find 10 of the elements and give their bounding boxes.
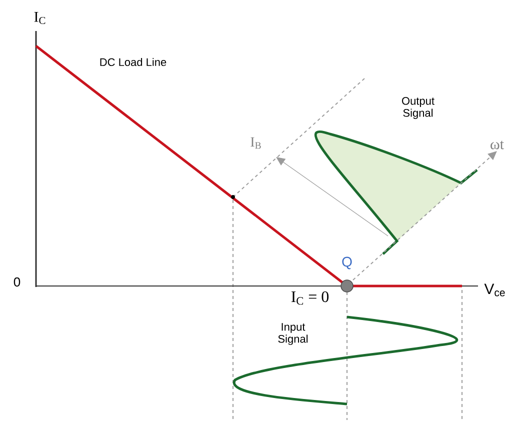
axis-label: I$_{C}$ = 0 <box>291 291 329 305</box>
axis-label: 0 <box>14 277 20 287</box>
point-label: Q <box>342 256 352 270</box>
axis-label: ωt <box>490 140 504 150</box>
axis-label: I$_{B}$ <box>250 137 261 149</box>
curve-label: DC Load Line <box>100 58 166 66</box>
curve-label: Input Signal <box>278 323 308 345</box>
axis-label: V$_{ce}$ <box>484 284 505 296</box>
axis-label: I$_{C}$ <box>34 12 46 24</box>
curve-label: Output Signal <box>402 97 434 119</box>
